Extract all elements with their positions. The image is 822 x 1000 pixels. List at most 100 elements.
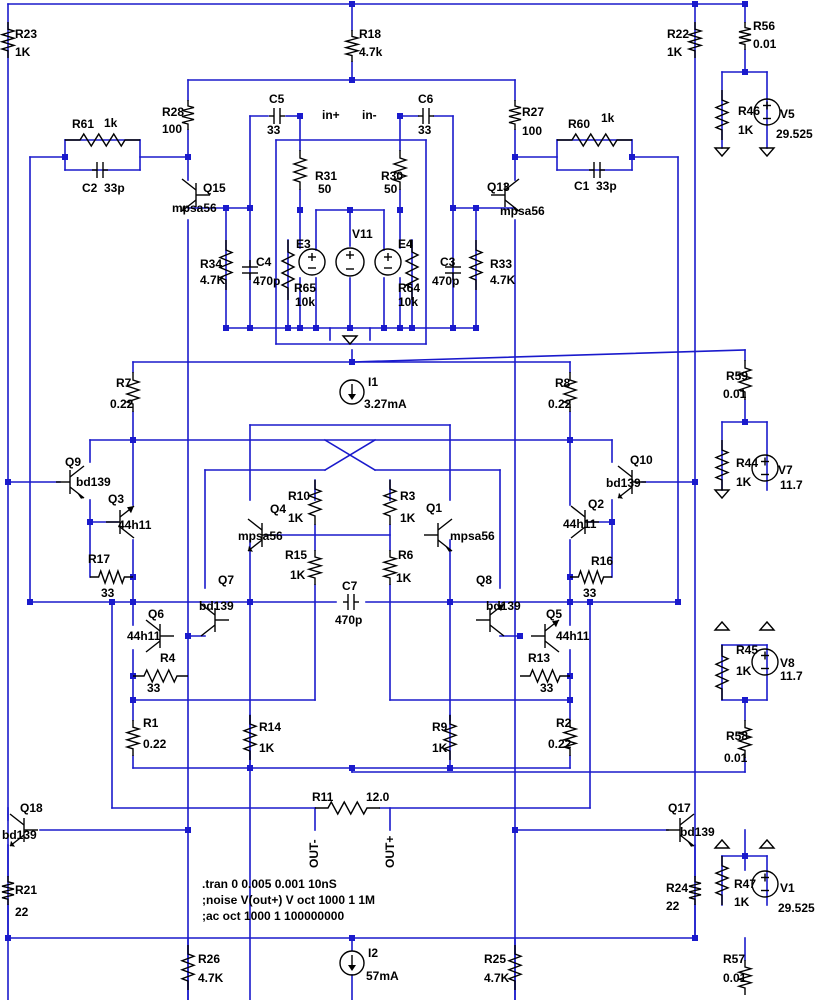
junction-dot bbox=[349, 359, 355, 365]
component-value-c6: 33 bbox=[418, 123, 432, 137]
resistor-r4 bbox=[133, 668, 188, 684]
directive-tran: .tran 0 0.005 0.001 10nS bbox=[202, 877, 337, 891]
component-name-q18: Q18 bbox=[20, 801, 43, 815]
resistor-r59 bbox=[736, 360, 754, 400]
junction-dot bbox=[381, 325, 387, 331]
component-value-c5: 33 bbox=[267, 123, 281, 137]
resistor-r46 bbox=[714, 90, 730, 140]
junction-dot bbox=[247, 599, 253, 605]
net-label-in-minus: in- bbox=[362, 108, 377, 122]
component-value-r45: 1K bbox=[736, 664, 752, 678]
junction-dot bbox=[742, 1, 748, 7]
component-value-r17: 33 bbox=[101, 586, 115, 600]
transistor-q7 bbox=[200, 603, 229, 637]
component-name-q10: Q10 bbox=[630, 453, 653, 467]
resistor-r17 bbox=[90, 568, 133, 586]
component-value-r33: 4.7K bbox=[490, 273, 516, 287]
component-value-r21: 22 bbox=[15, 905, 29, 919]
component-value-r27: 100 bbox=[522, 124, 542, 138]
ground-symbol bbox=[758, 147, 776, 158]
component-name-r17: R17 bbox=[88, 552, 110, 566]
component-name-c2: C2 bbox=[82, 181, 98, 195]
component-name-r65: R65 bbox=[294, 281, 316, 295]
transistor-q17 bbox=[666, 813, 695, 847]
component-name-v1: V1 bbox=[780, 881, 795, 895]
transistor-q15 bbox=[181, 178, 210, 212]
junction-dot bbox=[87, 519, 93, 525]
junction-dot bbox=[130, 437, 136, 443]
junction-dot bbox=[285, 325, 291, 331]
junction-dot bbox=[692, 1, 698, 7]
capacitor-c5 bbox=[269, 108, 285, 124]
junction-dot bbox=[349, 1, 355, 7]
component-name-r25: R25 bbox=[484, 952, 506, 966]
wires bbox=[5, 1, 768, 1000]
component-value-r4: 33 bbox=[147, 681, 161, 695]
junction-dot bbox=[130, 599, 136, 605]
junction-dot bbox=[185, 154, 191, 160]
component-value-r46: 1K bbox=[738, 123, 754, 137]
component-value-q7: bd139 bbox=[199, 599, 234, 613]
component-name-r27: R27 bbox=[522, 105, 544, 119]
component-name-q17: Q17 bbox=[668, 801, 691, 815]
junction-dot bbox=[5, 935, 11, 941]
junction-dot bbox=[223, 325, 229, 331]
component-value-q18: bd139 bbox=[2, 828, 37, 842]
component-name-r47: R47 bbox=[734, 877, 756, 891]
supply-symbol bbox=[758, 838, 776, 849]
component-value-q9: bd139 bbox=[76, 475, 111, 489]
resistor-r14 bbox=[242, 715, 258, 760]
component-name-r57: R57 bbox=[723, 952, 745, 966]
junction-dot bbox=[409, 325, 415, 331]
component-name-r58: R58 bbox=[726, 729, 748, 743]
component-value-v7: 11.7 bbox=[780, 478, 803, 492]
resistor-r6 bbox=[381, 550, 399, 585]
component-name-r61: R61 bbox=[72, 117, 94, 131]
component-value-q2: 44h11 bbox=[563, 517, 597, 531]
resistor-r23 bbox=[0, 22, 17, 58]
component-name-r56: R56 bbox=[753, 19, 775, 33]
component-value-r31: 50 bbox=[318, 182, 332, 196]
component-value-r10: 1K bbox=[288, 511, 304, 525]
component-name-q15: Q15 bbox=[203, 181, 226, 195]
junction-dot bbox=[247, 205, 253, 211]
component-name-r9: R9 bbox=[432, 720, 448, 734]
resistor-r11 bbox=[315, 800, 380, 816]
transistor-q4 bbox=[247, 518, 276, 552]
capacitor-c2 bbox=[92, 162, 108, 178]
component-value-q1: mpsa56 bbox=[450, 529, 495, 543]
component-value-c4: 470p bbox=[253, 274, 280, 288]
component-name-r2: R2 bbox=[556, 716, 572, 730]
resistor-r3 bbox=[382, 480, 398, 525]
net-label-out-plus: OUT+ bbox=[383, 836, 397, 868]
resistor-r18 bbox=[343, 30, 361, 62]
component-value-r3: 1K bbox=[400, 511, 416, 525]
component-value-r34: 4.7K bbox=[200, 273, 226, 287]
transistor-q5 bbox=[531, 619, 560, 653]
junction-dot bbox=[567, 599, 573, 605]
junction-dot bbox=[629, 154, 635, 160]
ground-symbol bbox=[713, 147, 731, 158]
component-value-v5: 29.525 bbox=[776, 127, 813, 141]
current-source-i2 bbox=[339, 950, 365, 976]
junction-dot bbox=[349, 77, 355, 83]
component-value-q3: 44h11 bbox=[118, 518, 152, 532]
junction-dot bbox=[62, 154, 68, 160]
junction-dot bbox=[27, 599, 33, 605]
component-name-r28: R28 bbox=[162, 105, 184, 119]
component-name-r26: R26 bbox=[198, 952, 220, 966]
transistor-q8 bbox=[476, 603, 505, 637]
directive-noise: ;noise V(out+) V oct 1000 1 1M bbox=[202, 893, 375, 907]
junction-dot bbox=[609, 519, 615, 525]
component-name-r23: R23 bbox=[15, 27, 37, 41]
component-name-c4: C4 bbox=[256, 255, 272, 269]
component-value-r60: 1k bbox=[601, 111, 615, 125]
junction-dot bbox=[397, 325, 403, 331]
component-name-r16: R16 bbox=[591, 554, 613, 568]
component-name-r1: R1 bbox=[143, 716, 159, 730]
component-name-r34: R34 bbox=[200, 257, 222, 271]
component-value-q4: mpsa56 bbox=[238, 529, 283, 543]
junction-dot bbox=[742, 853, 748, 859]
component-value-r30: 50 bbox=[384, 182, 398, 196]
